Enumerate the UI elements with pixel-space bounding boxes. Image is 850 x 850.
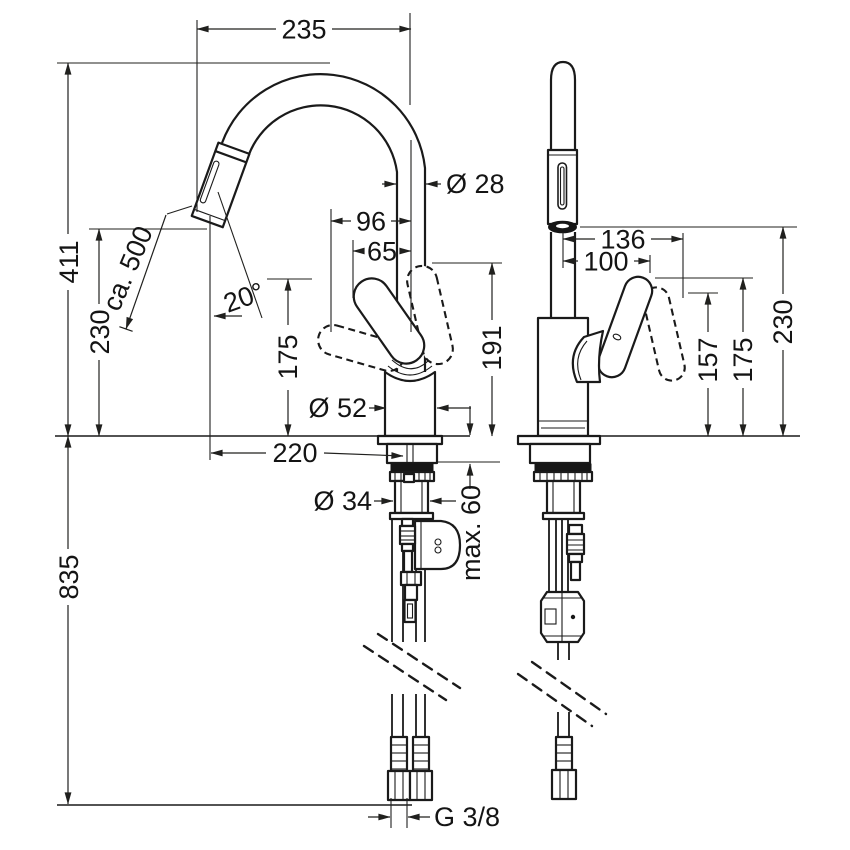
handle-escutcheon <box>571 329 605 384</box>
spout-outer-curve <box>220 73 427 372</box>
housing-detail-2 <box>434 546 442 554</box>
hose-slide-fitting <box>403 598 417 624</box>
dim-max-counter-thickness: max. 60 <box>456 485 486 581</box>
weight-clip <box>544 608 557 625</box>
spray-grip-slot-side <box>557 162 568 210</box>
housing-detail-1 <box>434 538 442 546</box>
dome-arc-upper <box>391 359 429 370</box>
dim-connection-thread: G 3/8 <box>434 802 500 832</box>
dim-hose-drop-length: 835 <box>54 554 84 599</box>
break-line-front-1 <box>376 632 462 690</box>
mounting-screw <box>402 472 416 484</box>
hose-connector-side <box>550 735 578 801</box>
faucet-body <box>383 370 437 438</box>
hose-nut <box>399 570 423 587</box>
handle-dot-detail <box>612 333 622 341</box>
spout-inner-curve <box>246 104 399 372</box>
dim-handle-height-side: 175 <box>728 337 758 382</box>
handle-raised-dashed <box>406 264 454 366</box>
seal-ring-side <box>534 463 592 473</box>
weight-pin <box>570 614 576 620</box>
dome-arc-lower <box>387 365 433 376</box>
dim-spray-angle: 20° <box>220 276 269 318</box>
ribbed-ring-side-ticks <box>539 472 588 481</box>
break-line-side-2 <box>516 672 594 728</box>
break-line-side-1 <box>530 660 608 716</box>
dim-outlet-height-front: 230 <box>85 309 115 354</box>
hose-coupler <box>403 583 419 602</box>
threaded-shank-side <box>545 479 582 515</box>
dim-raised-handle-height: 191 <box>477 325 507 370</box>
dim-handle-height-157: 157 <box>693 337 723 382</box>
shank-lip-side <box>541 511 586 521</box>
spray-grip-slot-inner <box>559 166 565 206</box>
dim-shank-diameter: Ø 34 <box>313 486 372 516</box>
hose-connector-left <box>386 735 412 802</box>
handle-raised-dashed-side <box>642 286 686 382</box>
spray-head-body <box>190 141 251 229</box>
front-view <box>190 73 462 802</box>
handle-lever-side <box>596 275 654 379</box>
dim-handle-offset-136: 136 <box>600 225 645 255</box>
dim-spout-diameter: Ø 28 <box>446 169 505 199</box>
dim-handle-height-front: 175 <box>273 334 303 379</box>
spray-head-grip-slot <box>199 160 220 204</box>
extension-lines <box>57 13 797 828</box>
dim-handle-offset-100: 100 <box>583 247 628 277</box>
spray-head <box>190 141 251 229</box>
dim-pullout-hose-length: ca. 500 <box>97 222 159 315</box>
dim-handle-reach-96: 96 <box>356 207 386 237</box>
spout-column-top <box>549 60 577 152</box>
flange-block <box>385 442 439 465</box>
dim-total-height: 411 <box>54 240 84 283</box>
check-valve-stack-side <box>565 523 586 582</box>
dim-outlet-height-side: 230 <box>768 299 798 344</box>
seal-ring <box>390 463 434 473</box>
dim-body-diameter: Ø 52 <box>308 393 367 423</box>
ribbed-ring-side <box>532 470 594 483</box>
spray-head-joint-band <box>214 150 247 164</box>
base-plate-side <box>516 434 602 446</box>
spray-outlet-inner <box>556 223 569 229</box>
check-valve-stack <box>398 517 417 574</box>
spray-head-outlet-line <box>193 208 226 222</box>
dim-handle-reach-65: 65 <box>367 237 397 267</box>
break-line-front-2 <box>362 644 448 702</box>
dim-spout-reach-top: 235 <box>281 15 326 45</box>
dimension-annotations: 235 411 230 ca. 500 20° 96 65 175 191 <box>54 13 798 832</box>
side-view <box>516 60 686 801</box>
base-plate <box>376 434 444 446</box>
handle-escutcheon-inner <box>577 340 588 381</box>
handle-lever <box>352 277 426 365</box>
threaded-shank <box>393 479 430 515</box>
flange-block-side <box>528 442 592 465</box>
dim-spout-projection: 220 <box>272 438 317 468</box>
hose-slide-slot <box>406 603 414 619</box>
hose-connector-right <box>408 735 434 802</box>
hoses-side <box>548 519 570 737</box>
